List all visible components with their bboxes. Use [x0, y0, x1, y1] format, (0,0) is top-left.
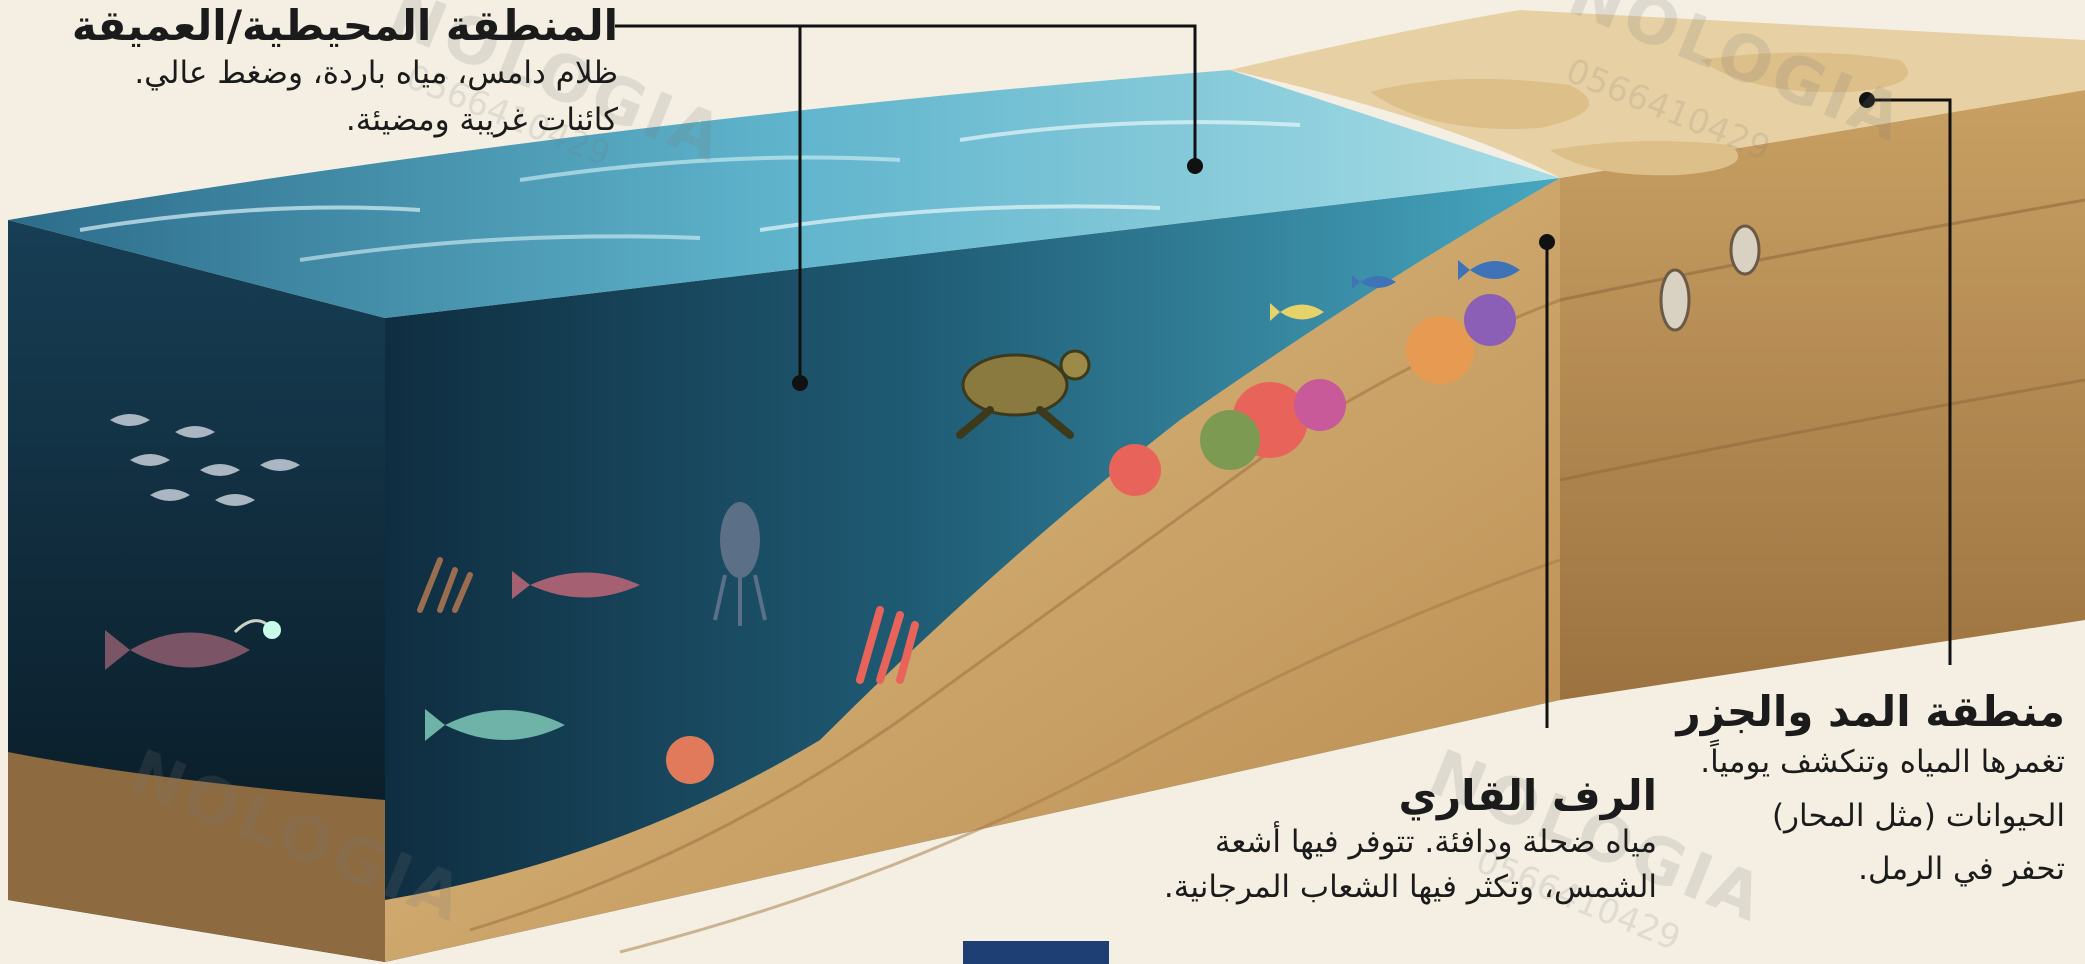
coral-icon: [1294, 379, 1346, 431]
coral-icon: [1464, 294, 1516, 346]
tidal-zone-title: منطقة المد والجزر: [1605, 688, 2065, 736]
deep-zone-description: ظلام دامس، مياه باردة، وضغط عالي. كائنات…: [58, 50, 618, 143]
sand-bar: [1370, 79, 1589, 129]
coral-icon: [666, 736, 714, 784]
shelf-zone-title: الرف القاري: [1097, 772, 1657, 820]
coral-icon: [1200, 410, 1260, 470]
clam-icon: [1731, 226, 1759, 274]
deep-zone-title: المنطقة المحيطية/العميقة: [0, 2, 618, 50]
footer-tab: [963, 941, 1109, 964]
pointer-dot: [792, 375, 808, 391]
tidal-zone-label: منطقة المد والجزر تغمرها المياه وتنكشف ي…: [1605, 688, 2065, 896]
shelf-zone-label: الرف القاري مياه ضحلة ودافئة. تتوفر فيها…: [1097, 772, 1657, 910]
shelf-zone-description: مياه ضحلة ودافئة. تتوفر فيها أشعة الشمس،…: [1097, 820, 1657, 910]
coral-icon: [1406, 316, 1474, 384]
coral-icon: [1109, 444, 1161, 496]
pointer-dot: [1187, 158, 1203, 174]
tidal-zone-line-2: الحيوانات (مثل المحار): [1605, 790, 2065, 843]
tidal-zone-line-3: تحفر في الرمل.: [1605, 843, 2065, 896]
pointer-dot: [1539, 234, 1555, 250]
clam-icon: [1661, 270, 1689, 330]
deep-zone-label: المنطقة المحيطية/العميقة ظلام دامس، مياه…: [0, 2, 618, 143]
tidal-zone-line-1: تغمرها المياه وتنكشف يومياً.: [1605, 736, 2065, 789]
pointer-dot: [1859, 92, 1875, 108]
